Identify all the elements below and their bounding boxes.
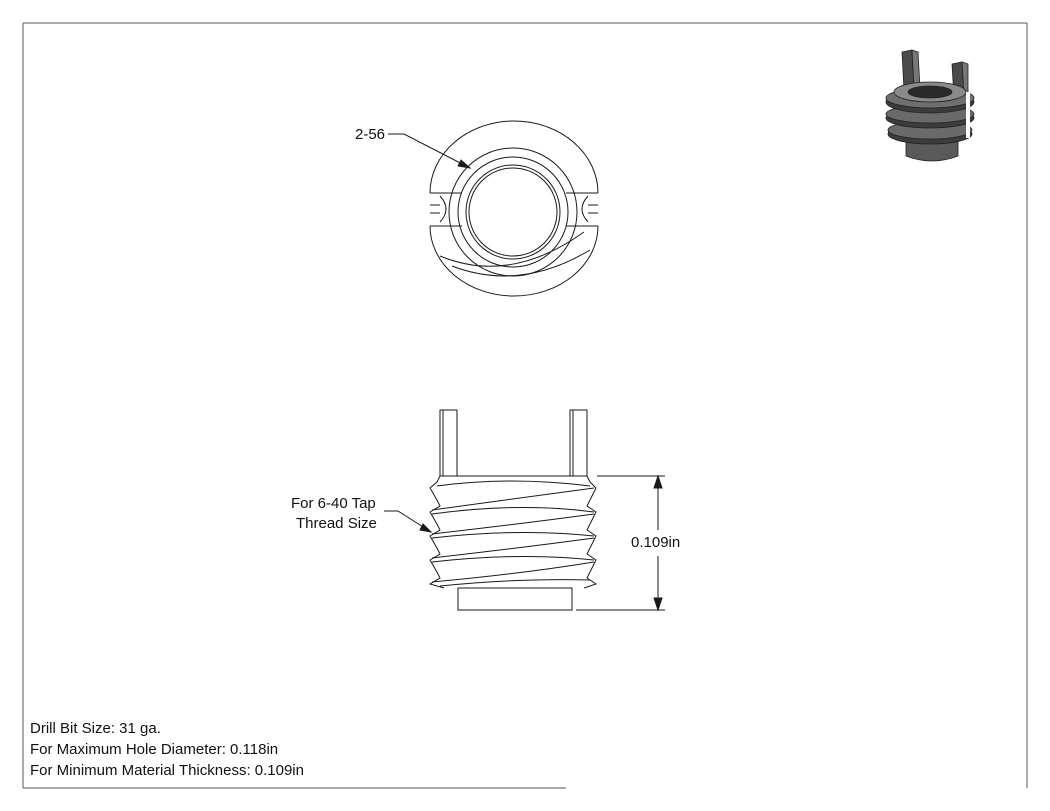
isometric-thumbnail: [885, 49, 975, 162]
leader-tap-size: [384, 510, 433, 533]
leader-2-56: [388, 133, 472, 169]
note-drill-bit: Drill Bit Size: 31 ga.: [30, 720, 161, 737]
top-view: [429, 120, 599, 297]
front-view: [428, 409, 598, 611]
drawing-notes: Drill Bit Size: 31 ga. For Maximum Hole …: [30, 718, 304, 781]
sheet-frame: [22, 22, 1028, 789]
dimension-height-label: 0.109in: [631, 534, 681, 551]
callout-tap-line2: Thread Size: [296, 515, 377, 532]
callout-tap-line1: For 6-40 Tap: [291, 495, 376, 512]
callout-2-56: 2-56: [355, 126, 386, 143]
dimension-height: [576, 474, 665, 612]
note-min-thickness: For Minimum Material Thickness: 0.109in: [30, 762, 304, 779]
note-max-hole: For Maximum Hole Diameter: 0.118in: [30, 741, 279, 758]
